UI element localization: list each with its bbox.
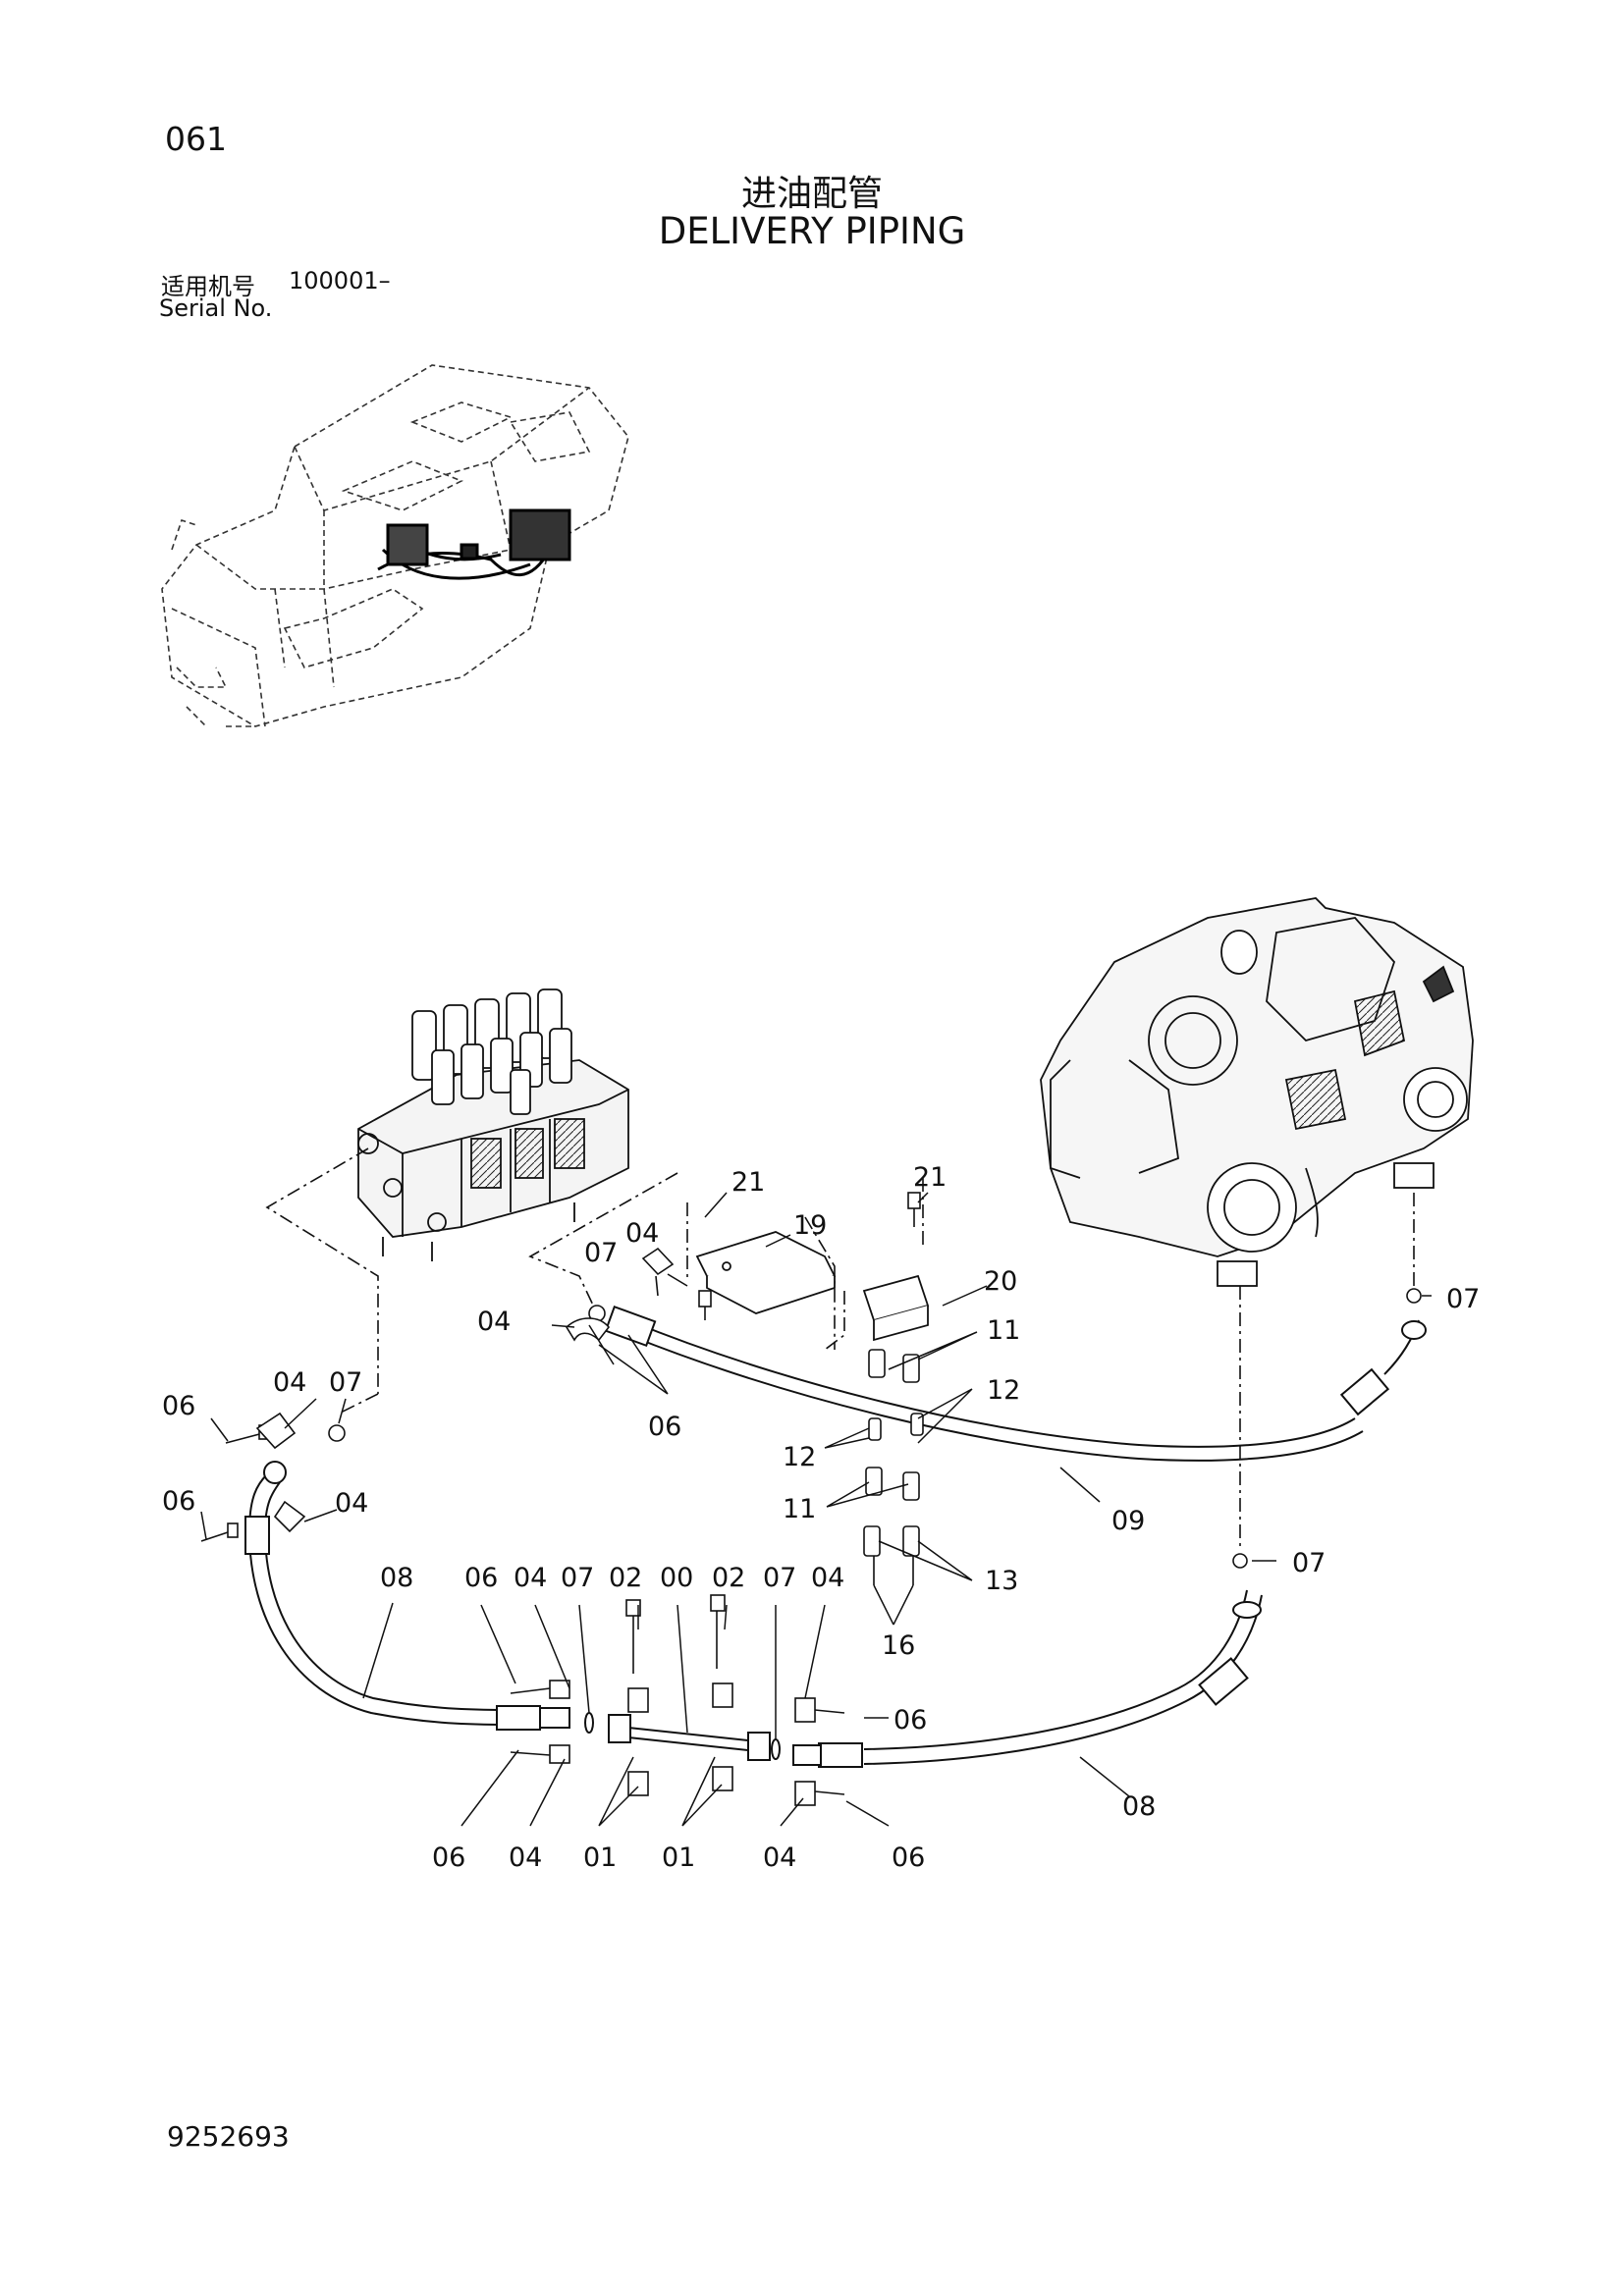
callout-04f: 04	[811, 1563, 844, 1593]
callout-12b: 12	[783, 1442, 816, 1472]
callout-13: 13	[985, 1566, 1018, 1596]
callout-08b: 08	[1122, 1791, 1156, 1822]
callout-08a: 08	[380, 1563, 413, 1593]
callout-07a: 07	[584, 1238, 618, 1268]
leader-lines	[200, 1192, 1432, 1827]
title-english: DELIVERY PIPING	[658, 210, 966, 252]
callout-07e: 07	[561, 1563, 594, 1593]
page-number: 061	[165, 120, 227, 158]
callout-09: 09	[1111, 1506, 1145, 1536]
callout-12a: 12	[987, 1375, 1020, 1406]
pipe-00	[584, 1712, 781, 1761]
document-number: 9252693	[167, 2120, 290, 2153]
callout-04e: 04	[514, 1563, 547, 1593]
hose-08-right	[792, 1589, 1263, 1768]
clamp-group	[863, 1349, 924, 1585]
callout-04g: 04	[509, 1842, 542, 1873]
overview-highlighted-piping	[377, 508, 571, 580]
callout-19: 19	[793, 1210, 827, 1241]
control-valve	[357, 988, 629, 1261]
callout-04b: 04	[477, 1307, 511, 1337]
callout-16: 16	[882, 1630, 915, 1661]
callout-06f: 06	[432, 1842, 465, 1873]
callout-06d: 06	[464, 1563, 498, 1593]
callout-06a: 06	[648, 1412, 681, 1442]
bracket-20	[862, 1274, 930, 1342]
callout-06b: 06	[162, 1391, 195, 1421]
title-chinese: 进油配管	[740, 174, 883, 214]
serial-range: 100001–	[289, 267, 391, 294]
assembly-lines	[265, 1148, 1415, 1551]
callout-04h: 04	[763, 1842, 796, 1873]
callout-07b: 07	[329, 1367, 362, 1398]
callout-04c: 04	[273, 1367, 306, 1398]
callout-11b: 11	[783, 1494, 816, 1524]
callout-06e: 06	[893, 1705, 927, 1735]
callout-04a: 04	[625, 1218, 659, 1249]
callout-21b: 21	[913, 1162, 947, 1193]
callout-02b: 02	[712, 1563, 745, 1593]
callout-07c: 07	[1446, 1284, 1480, 1314]
callout-07f: 07	[763, 1563, 796, 1593]
main-pump	[1040, 897, 1474, 1287]
callout-20: 20	[984, 1266, 1017, 1297]
callout-labels: 21 19 21 20 11 12 12 11 13 16 04 07 04 0…	[162, 1162, 1480, 1873]
serial-label-english: Serial No.	[159, 294, 273, 322]
fittings	[200, 1192, 1422, 1806]
callout-07d: 07	[1292, 1548, 1326, 1578]
callout-06c: 06	[162, 1486, 195, 1517]
callout-01b: 01	[662, 1842, 695, 1873]
callout-21a: 21	[731, 1167, 765, 1198]
serial-label-chinese: 适用机号	[161, 273, 255, 300]
callout-02a: 02	[609, 1563, 642, 1593]
callout-11a: 11	[987, 1315, 1020, 1346]
callout-01a: 01	[583, 1842, 617, 1873]
callout-06g: 06	[892, 1842, 925, 1873]
hose-08-left	[244, 1461, 570, 1731]
callout-04d: 04	[335, 1488, 368, 1519]
callout-00: 00	[660, 1563, 693, 1593]
hose-09	[604, 1305, 1427, 1462]
bracket-19	[695, 1231, 837, 1314]
